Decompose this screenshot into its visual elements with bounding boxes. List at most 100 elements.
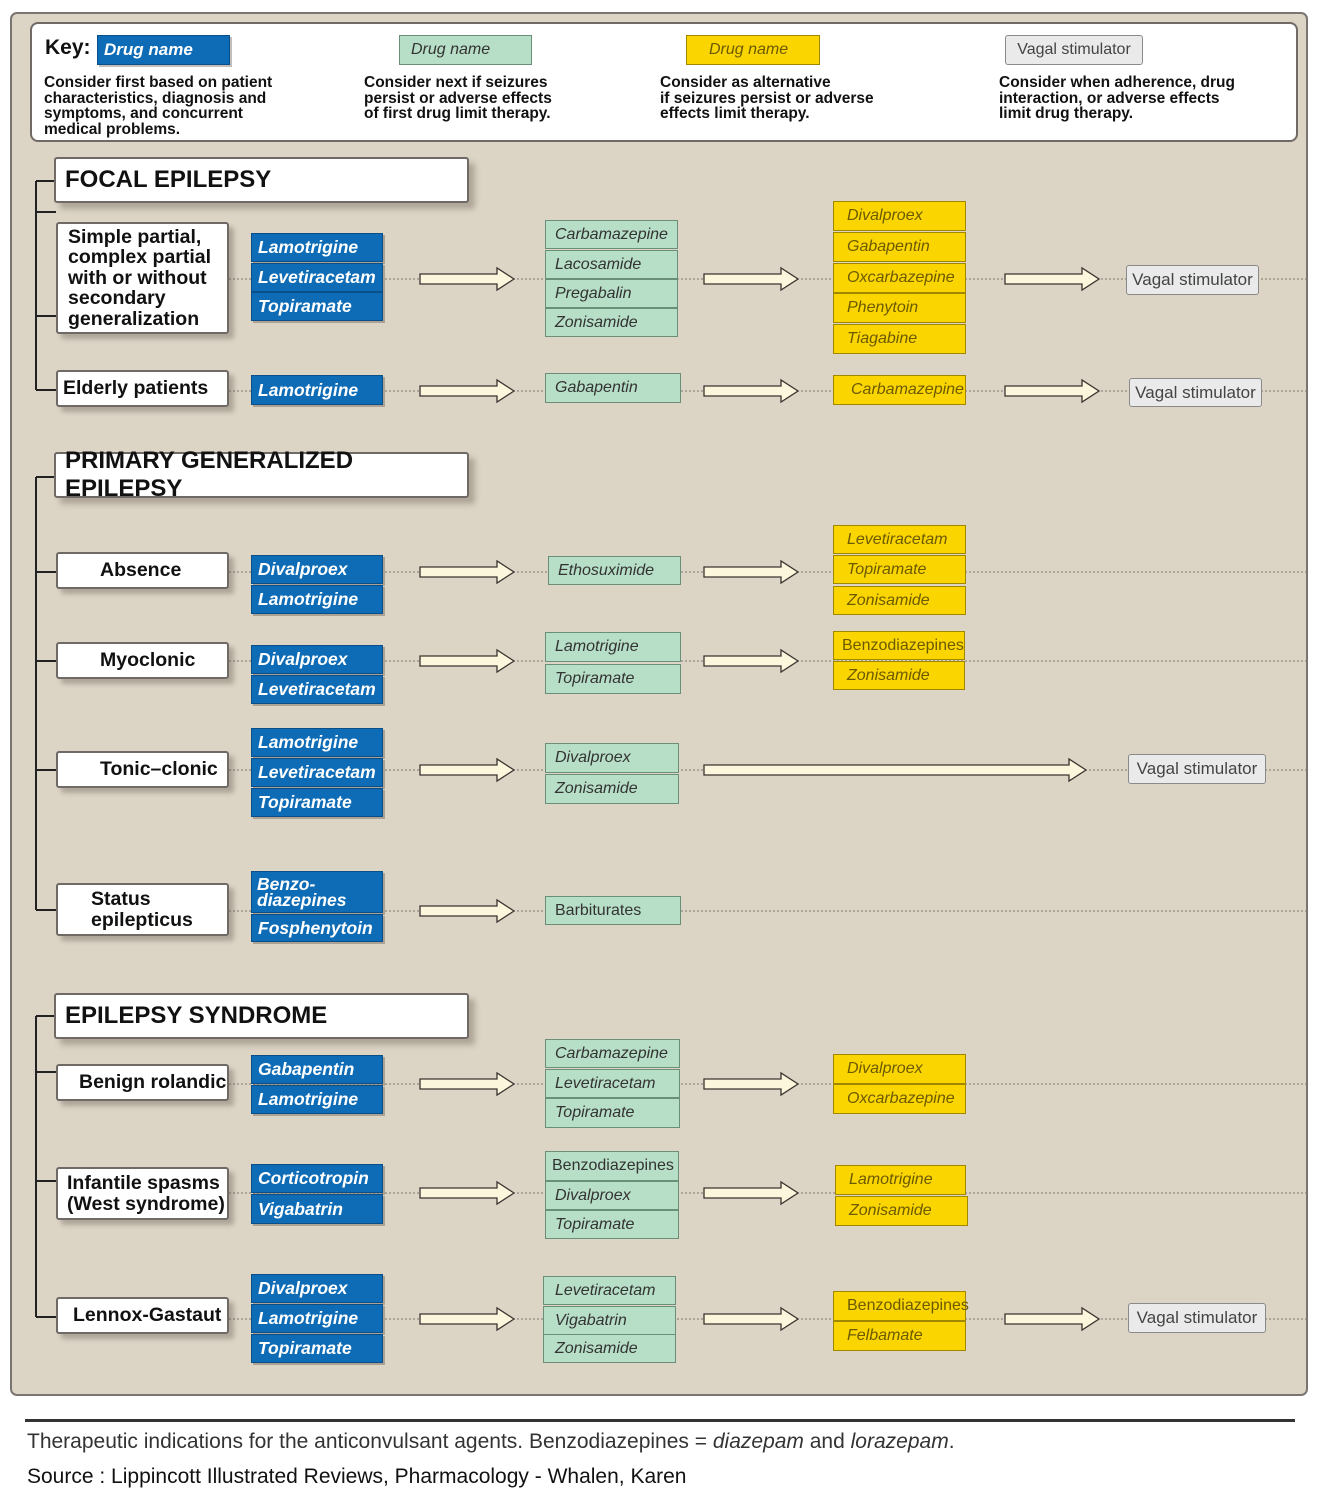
section-primary-generalized-epilepsy: PRIMARY GENERALIZED EPILEPSY: [54, 447, 469, 502]
first-line-drug: Fosphenytoin: [251, 914, 383, 942]
alternative-drug: Felbamate: [833, 1321, 966, 1351]
first-line-drug: Lamotrigine: [251, 1304, 383, 1333]
first-line-drug: Corticotropin: [251, 1164, 383, 1193]
alternative-drug: Zonisamide: [833, 586, 966, 615]
flow-arrow: [1004, 378, 1101, 404]
flow-arrow: [703, 1071, 800, 1097]
alternative-drug: Topiramate: [833, 555, 966, 584]
next-drug: Lamotrigine: [545, 632, 681, 662]
key-next-desc: Consider next if seizures persist or adv…: [364, 74, 552, 122]
category-benign-rolandic: Benign rolandic: [56, 1064, 229, 1101]
first-line-drug: Benzo- diazepines: [251, 871, 383, 913]
category-simple-partial: Simple partial, complex partial with or …: [56, 222, 229, 334]
key-first-line-box: Drug name: [97, 35, 230, 65]
flow-arrow: [419, 757, 516, 783]
next-drug: Ethosuximide: [548, 556, 681, 585]
next-drug: Topiramate: [545, 1210, 679, 1239]
first-line-drug: Divalproex: [251, 1274, 383, 1303]
alternative-drug: Tiagabine: [833, 324, 966, 354]
caption-divider: [25, 1419, 1295, 1422]
category-lennox-gastaut: Lennox-Gastaut: [56, 1297, 229, 1334]
next-drug: Carbamazepine: [545, 220, 678, 249]
flow-arrow: [419, 266, 516, 292]
section-epilepsy-syndrome: EPILEPSY SYNDROME: [54, 993, 469, 1039]
key-legend: [30, 22, 1298, 142]
vagal-stimulator-box: Vagal stimulator: [1128, 754, 1266, 784]
flow-arrow: [419, 1180, 516, 1206]
key-label: Key:: [45, 36, 91, 59]
flow-arrow: [419, 898, 516, 924]
category-elderly-patients: Elderly patients: [56, 370, 229, 407]
flow-arrow: [703, 378, 800, 404]
next-drug: Levetiracetam: [545, 1069, 680, 1098]
alternative-drug: Carbamazepine: [833, 375, 966, 405]
category-myoclonic: Myoclonic: [56, 642, 229, 679]
figure-source: Source : Lippincott Illustrated Reviews,…: [27, 1465, 687, 1488]
key-vagal-box: Vagal stimulator: [1005, 35, 1143, 65]
first-line-drug: Topiramate: [251, 292, 383, 321]
alternative-drug: Lamotrigine: [835, 1165, 966, 1195]
section-focal-epilepsy: FOCAL EPILEPSY: [54, 157, 469, 203]
first-line-drug: Levetiracetam: [251, 675, 383, 704]
first-line-drug: Lamotrigine: [251, 1085, 383, 1114]
alternative-drug: Benzodiazepines: [833, 1291, 969, 1321]
next-drug: Carbamazepine: [545, 1039, 680, 1068]
vagal-stimulator-box: Vagal stimulator: [1128, 1303, 1266, 1333]
next-drug: Divalproex: [545, 743, 679, 773]
alternative-drug: Oxcarbazepine: [833, 263, 966, 293]
next-drug: Levetiracetam: [543, 1276, 676, 1305]
first-line-drug: Levetiracetam: [251, 758, 383, 787]
vagal-stimulator-box: Vagal stimulator: [1129, 378, 1262, 407]
flow-arrow: [703, 1306, 800, 1332]
flow-arrow: [419, 648, 516, 674]
next-drug: Lacosamide: [545, 250, 678, 279]
category-absence: Absence: [56, 552, 229, 589]
next-drug: Vigabatrin: [543, 1306, 676, 1335]
first-line-drug: Topiramate: [251, 788, 383, 817]
first-line-drug: Lamotrigine: [251, 233, 383, 262]
flow-arrow: [703, 757, 1088, 783]
figure-caption: Therapeutic indications for the anticonv…: [27, 1430, 955, 1453]
alternative-drug: Levetiracetam: [833, 525, 966, 554]
alternative-drug: Gabapentin: [833, 232, 966, 262]
flow-arrow: [703, 1180, 800, 1206]
category-infantile-spasms: Infantile spasms (West syndrome): [56, 1167, 229, 1220]
next-drug: Barbiturates: [545, 896, 681, 925]
alternative-drug: Zonisamide: [835, 1196, 968, 1226]
key-next-box: Drug name: [399, 35, 532, 65]
next-drug: Zonisamide: [545, 308, 678, 337]
first-line-drug: Lamotrigine: [251, 375, 383, 405]
next-drug: Pregabalin: [545, 279, 678, 308]
flow-arrow: [703, 559, 800, 585]
key-alternative-box: Drug name: [686, 35, 820, 65]
key-vagal-desc: Consider when adherence, drug interactio…: [999, 74, 1235, 122]
first-line-drug: Divalproex: [251, 645, 383, 674]
next-drug: Benzodiazepines: [545, 1151, 679, 1181]
key-alternative-desc: Consider as alternative if seizures pers…: [660, 74, 874, 122]
first-line-drug: Gabapentin: [251, 1055, 383, 1084]
category-status-epilepticus: Status epilepticus: [56, 883, 229, 936]
next-drug: Topiramate: [545, 664, 681, 694]
alternative-drug: Benzodiazepines: [833, 631, 965, 660]
flow-arrow: [703, 266, 800, 292]
alternative-drug: Divalproex: [833, 201, 966, 231]
next-drug: Divalproex: [545, 1181, 679, 1210]
flow-arrow: [419, 1306, 516, 1332]
category-tonic-clonic: Tonic–clonic: [56, 751, 229, 788]
flow-arrow: [419, 1071, 516, 1097]
key-first-line-desc: Consider first based on patient characte…: [44, 74, 273, 138]
first-line-drug: Lamotrigine: [251, 585, 383, 614]
flow-arrow: [419, 559, 516, 585]
next-drug: Topiramate: [545, 1098, 680, 1128]
alternative-drug: Divalproex: [833, 1054, 966, 1084]
flow-arrow: [703, 648, 800, 674]
next-drug: Zonisamide: [543, 1334, 676, 1363]
first-line-drug: Divalproex: [251, 555, 383, 584]
alternative-drug: Zonisamide: [833, 661, 965, 690]
flow-arrow: [1004, 1306, 1101, 1332]
alternative-drug: Oxcarbazepine: [833, 1084, 966, 1114]
flow-arrow: [1004, 266, 1101, 292]
flow-arrow: [419, 378, 516, 404]
first-line-drug: Levetiracetam: [251, 263, 383, 292]
next-drug: Zonisamide: [545, 774, 679, 804]
